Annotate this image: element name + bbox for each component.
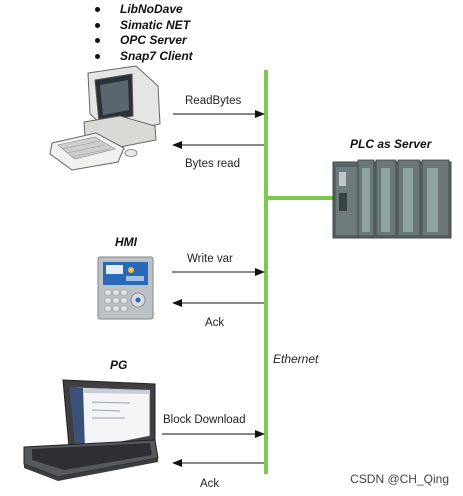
interface-list-item: Snap7 Client [95,49,193,65]
plc-icon [332,159,452,239]
interface-list-item: Simatic NET [95,18,193,34]
hmi-panel-icon [97,256,154,320]
plc-title: PLC as Server [350,137,432,151]
interface-list-item: OPC Server [95,33,193,49]
ack-pg-label: Ack [200,478,220,490]
hmi-title: HMI [115,235,137,249]
ethernet-label: Ethernet [273,352,319,366]
interface-list: LibNoDave Simatic NET OPC Server Snap7 C… [95,2,193,64]
ack-hmi-label: Ack [205,317,225,329]
block-download-label: Block Download [163,414,246,426]
write-var-label: Write var [187,253,233,265]
laptop-icon [23,379,159,481]
readbytes-label: ReadBytes [185,95,242,107]
watermark: CSDN @CH_Qing [350,472,449,486]
interface-list-item: LibNoDave [95,2,193,18]
bytes-read-label: Bytes read [185,158,240,170]
pg-title: PG [110,358,128,372]
computer-icon [49,65,161,171]
